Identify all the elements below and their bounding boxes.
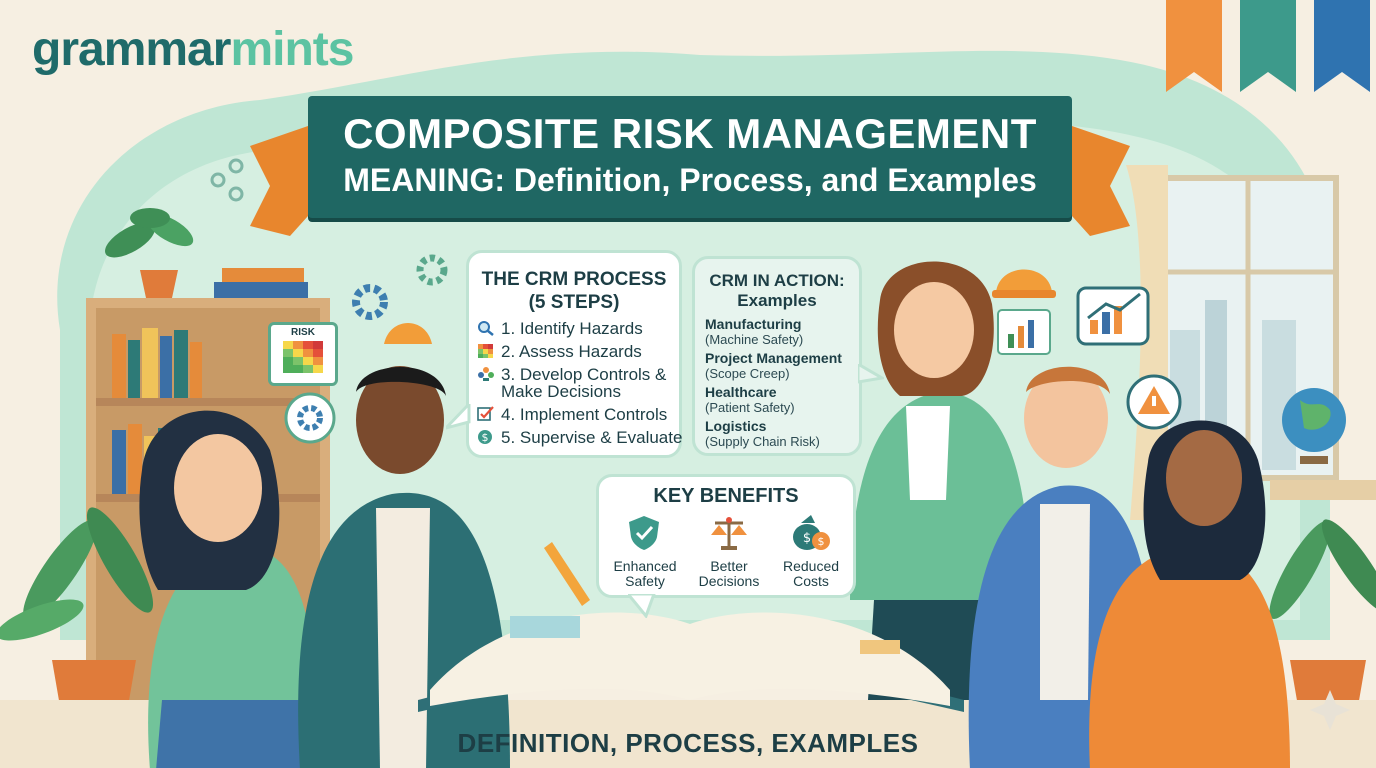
benefits-bubble-tail — [628, 594, 656, 618]
money-bag-icon: $$ — [793, 515, 830, 550]
svg-text:$: $ — [482, 431, 489, 444]
example-2-heading: Project Management — [705, 350, 842, 366]
page-subtitle: MEANING: Definition, Process, and Exampl… — [343, 162, 1037, 198]
risk-matrix-board: RISK — [268, 322, 338, 386]
process-step-1: 1. Identify Hazards — [477, 319, 643, 338]
step-1-label: 1. Identify Hazards — [501, 319, 643, 338]
step-4-label: 4. Implement Controls — [501, 405, 668, 424]
benefit-2-line1: Better — [710, 558, 748, 574]
svg-text:$: $ — [818, 535, 825, 548]
benefits-title: KEY BENEFITS — [653, 485, 799, 507]
examples-title: CRM IN ACTION: — [709, 271, 845, 290]
banner-body — [308, 96, 1072, 218]
banner-tail-left — [250, 126, 308, 236]
example-4-sub: (Supply Chain Risk) — [705, 434, 820, 449]
example-1-sub: (Machine Safety) — [705, 332, 804, 347]
process-step-2: 2. Assess Hazards — [477, 342, 642, 361]
process-title: THE CRM PROCESS — [481, 269, 667, 290]
process-subtitle: (5 STEPS) — [528, 292, 620, 313]
crm-examples-card: CRM IN ACTION: Examples Manufacturing (M… — [692, 256, 862, 456]
orange-ribbon-icon — [1166, 0, 1222, 92]
teal-ribbon-icon — [1240, 0, 1296, 92]
footer-caption: DEFINITION, PROCESS, EXAMPLES — [457, 728, 919, 758]
example-2-sub: (Scope Creep) — [705, 366, 790, 381]
title-banner: COMPOSITE RISK MANAGEMENT MEANING: Defin… — [250, 96, 1130, 236]
process-step-3: 3. Develop Controls & — [477, 365, 666, 384]
step-2-label: 2. Assess Hazards — [501, 342, 642, 361]
benefit-3-line1: Reduced — [782, 558, 840, 574]
example-4-heading: Logistics — [705, 418, 767, 434]
page-title: COMPOSITE RISK MANAGEMENT — [343, 110, 1037, 157]
scales-icon — [711, 517, 747, 550]
svg-text:$: $ — [803, 531, 811, 546]
checkbox-icon — [477, 406, 494, 421]
crm-process-card: THE CRM PROCESS (5 STEPS) 1. Identify Ha… — [466, 250, 682, 458]
shield-check-icon — [629, 516, 659, 550]
key-benefits-card: KEY BENEFITS $$ Enhanced Safety Better D… — [596, 474, 856, 598]
example-3-sub: (Patient Safety) — [705, 400, 795, 415]
risk-board-label: RISK — [291, 327, 315, 338]
blue-ribbon-icon — [1314, 0, 1370, 92]
process-bubble-tail — [446, 404, 471, 430]
risk-grid-icon — [283, 341, 323, 373]
risk-grid-icon — [478, 344, 493, 358]
benefit-1-line2: Safety — [625, 573, 665, 589]
example-1-heading: Manufacturing — [705, 316, 802, 332]
dollar-badge-icon: $ — [478, 430, 492, 444]
logo-part-1: grammar — [32, 23, 231, 76]
benefit-3-line2: Costs — [793, 573, 829, 589]
process-step-3-cont: Make Decisions — [501, 382, 621, 401]
benefit-1-line1: Enhanced — [613, 558, 677, 574]
process-step-5: $5. Supervise & Evaluate — [477, 428, 682, 447]
examples-bubble-tail — [858, 364, 884, 384]
step-3-label: 3. Develop Controls & — [501, 365, 667, 384]
step-5-label: 5. Supervise & Evaluate — [501, 428, 683, 447]
benefit-2-line2: Decisions — [698, 573, 760, 589]
process-step-4: 4. Implement Controls — [477, 405, 667, 424]
example-3-heading: Healthcare — [705, 384, 777, 400]
magnifier-icon — [478, 321, 494, 336]
people-icon — [478, 367, 494, 381]
brand-logo: grammarmints — [32, 22, 354, 77]
logo-part-2: mints — [230, 23, 354, 76]
banner-tail-right — [1072, 126, 1130, 236]
examples-subtitle: Examples — [737, 291, 817, 310]
